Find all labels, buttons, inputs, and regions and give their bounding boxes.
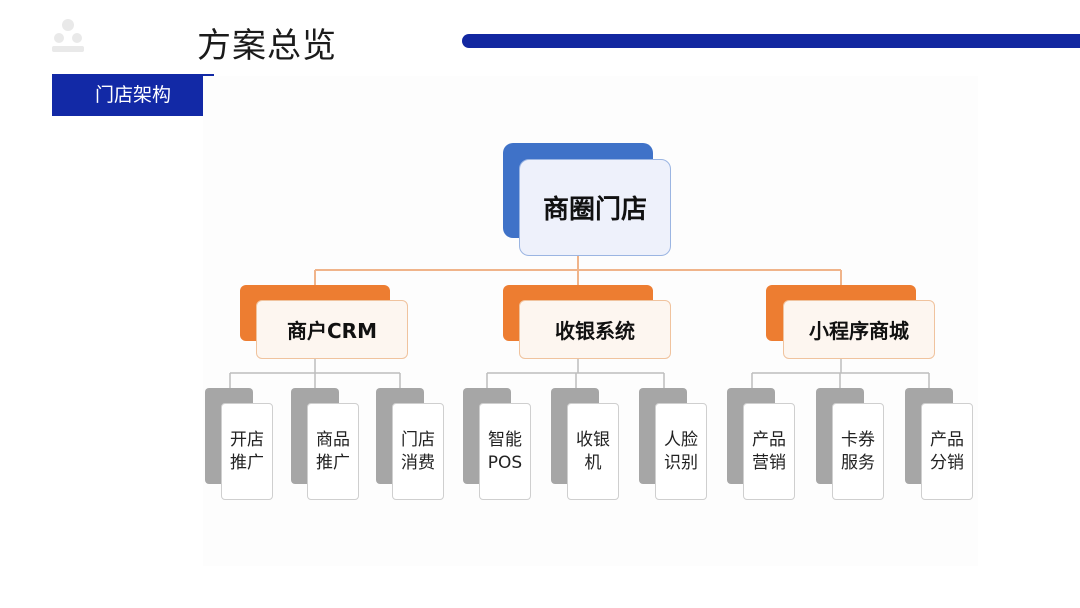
leaf-node: 开店 推广 [221,403,273,500]
leaf-label-line: POS [487,452,523,473]
leaf-node: 产品 分销 [921,403,973,500]
leaf-label-line: 产品 [930,429,964,450]
people-pyramid-icon [52,19,84,52]
leaf-node: 人脸 识别 [655,403,707,500]
leaf-label-line: 识别 [664,452,698,473]
section-tag: 门店架构 [52,74,214,116]
leaf-label-line: 消费 [401,452,435,473]
leaf-label-line: 收银 [576,429,610,450]
leaf-label-line: 推广 [230,452,264,473]
leaf-node: 产品 营销 [743,403,795,500]
leaf-label-line: 智能 [488,429,522,450]
leaf-label-line: 推广 [316,452,350,473]
branch-node-merchant-crm: 商户CRM [256,300,408,359]
branch-node-cashier-system: 收银系统 [519,300,671,359]
branch-node-mini-program-mall: 小程序商城 [783,300,935,359]
page-title: 方案总览 [197,26,337,66]
leaf-label-line: 门店 [401,429,435,450]
leaf-node: 卡券 服务 [832,403,884,500]
leaf-label-line: 卡券 [841,429,875,450]
leaf-node: 商品 推广 [307,403,359,500]
title-accent-bar [462,34,1080,48]
leaf-label-line: 开店 [230,429,264,450]
leaf-label-line: 服务 [841,452,875,473]
leaf-label-line: 机 [584,452,602,473]
leaf-label-line: 营销 [752,452,786,473]
leaf-label-line: 商品 [316,429,350,450]
root-node: 商圈门店 [519,159,671,256]
leaf-node: 智能 POS [479,403,531,500]
leaf-label-line: 产品 [752,429,786,450]
leaf-label-line: 人脸 [664,429,698,450]
leaf-node: 门店 消费 [392,403,444,500]
leaf-node: 收银 机 [567,403,619,500]
leaf-label-line: 分销 [930,452,964,473]
